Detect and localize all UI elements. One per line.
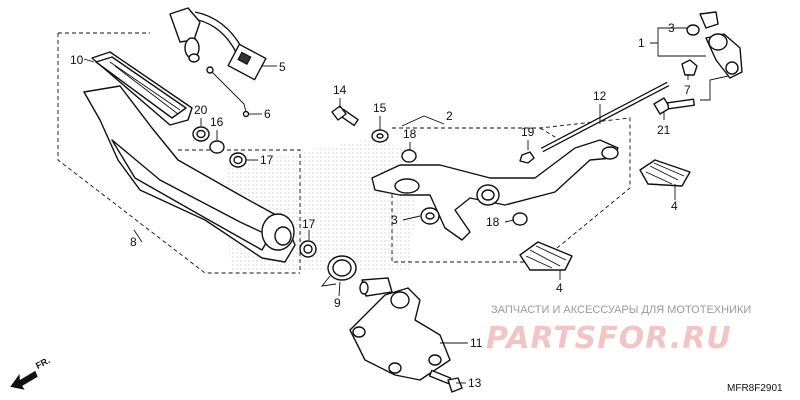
return-spring-9	[320, 255, 357, 287]
left-assembly-frame	[57, 32, 301, 274]
front-direction-arrow	[10, 370, 38, 390]
callout-10: 10	[70, 53, 84, 67]
push-rod-12	[540, 81, 670, 153]
stop-switch-5	[169, 7, 267, 81]
callout-11: 11	[470, 336, 483, 350]
callout-21: 21	[657, 123, 671, 137]
pedal-assembly-frame	[391, 117, 631, 263]
callout-16: 16	[210, 115, 224, 129]
bolt-13	[428, 369, 463, 393]
switch-spring-6	[206, 66, 250, 118]
callout-3-upper: 3	[668, 21, 675, 35]
callout-20: 20	[194, 103, 208, 117]
pivot-3-lower	[420, 207, 440, 225]
collar-18-upper	[401, 149, 417, 163]
callout-1: 1	[638, 36, 645, 50]
oil-seal-17-upper	[229, 152, 247, 168]
callout-7: 7	[684, 83, 691, 97]
nut-7	[681, 59, 698, 76]
step-rubber-pad	[91, 51, 193, 126]
plate-11	[349, 277, 451, 381]
diagram-code: MFR8F2901	[727, 383, 783, 394]
joint-bracket-1	[699, 11, 743, 79]
callout-18-upper: 18	[403, 127, 417, 141]
callout-4-right: 4	[671, 199, 678, 213]
callout-15: 15	[373, 101, 387, 115]
pedal-rubber-4-right	[639, 159, 691, 187]
callout-14: 14	[333, 83, 347, 97]
callout-3-lower: 3	[391, 213, 398, 227]
collar-18-lower	[512, 212, 528, 226]
washer-3-upper	[686, 24, 700, 36]
callout-12: 12	[593, 89, 607, 103]
callout-6: 6	[264, 107, 271, 121]
brake-pedal-2	[371, 139, 619, 241]
callout-9: 9	[334, 296, 341, 310]
callout-17-lower: 17	[302, 217, 316, 231]
collar-20	[192, 126, 210, 142]
washer-15	[371, 129, 389, 143]
watermark-brand: PARTSFOR.RU	[486, 321, 732, 356]
callout-8: 8	[130, 235, 137, 249]
nut-19	[519, 151, 535, 164]
pedal-rubber-4-center	[519, 241, 573, 271]
callout-5: 5	[279, 60, 286, 74]
callout-13: 13	[468, 376, 482, 390]
bolt-14	[331, 105, 359, 127]
step-bracket-8	[83, 85, 296, 263]
callout-19: 19	[521, 125, 535, 139]
callout-2: 2	[446, 109, 453, 123]
callout-4-center: 4	[556, 281, 563, 295]
callout-17-upper: 17	[260, 153, 274, 167]
oil-seal-17-lower	[299, 240, 317, 258]
leader-lines	[83, 27, 729, 384]
washer-16	[209, 140, 225, 154]
callout-18-lower: 18	[486, 215, 500, 229]
watermark-tagline: ЗАПЧАСТИ И АКСЕССУАРЫ ДЛЯ МОТОТЕХНИКИ	[491, 304, 752, 316]
bolt-21	[653, 97, 695, 115]
